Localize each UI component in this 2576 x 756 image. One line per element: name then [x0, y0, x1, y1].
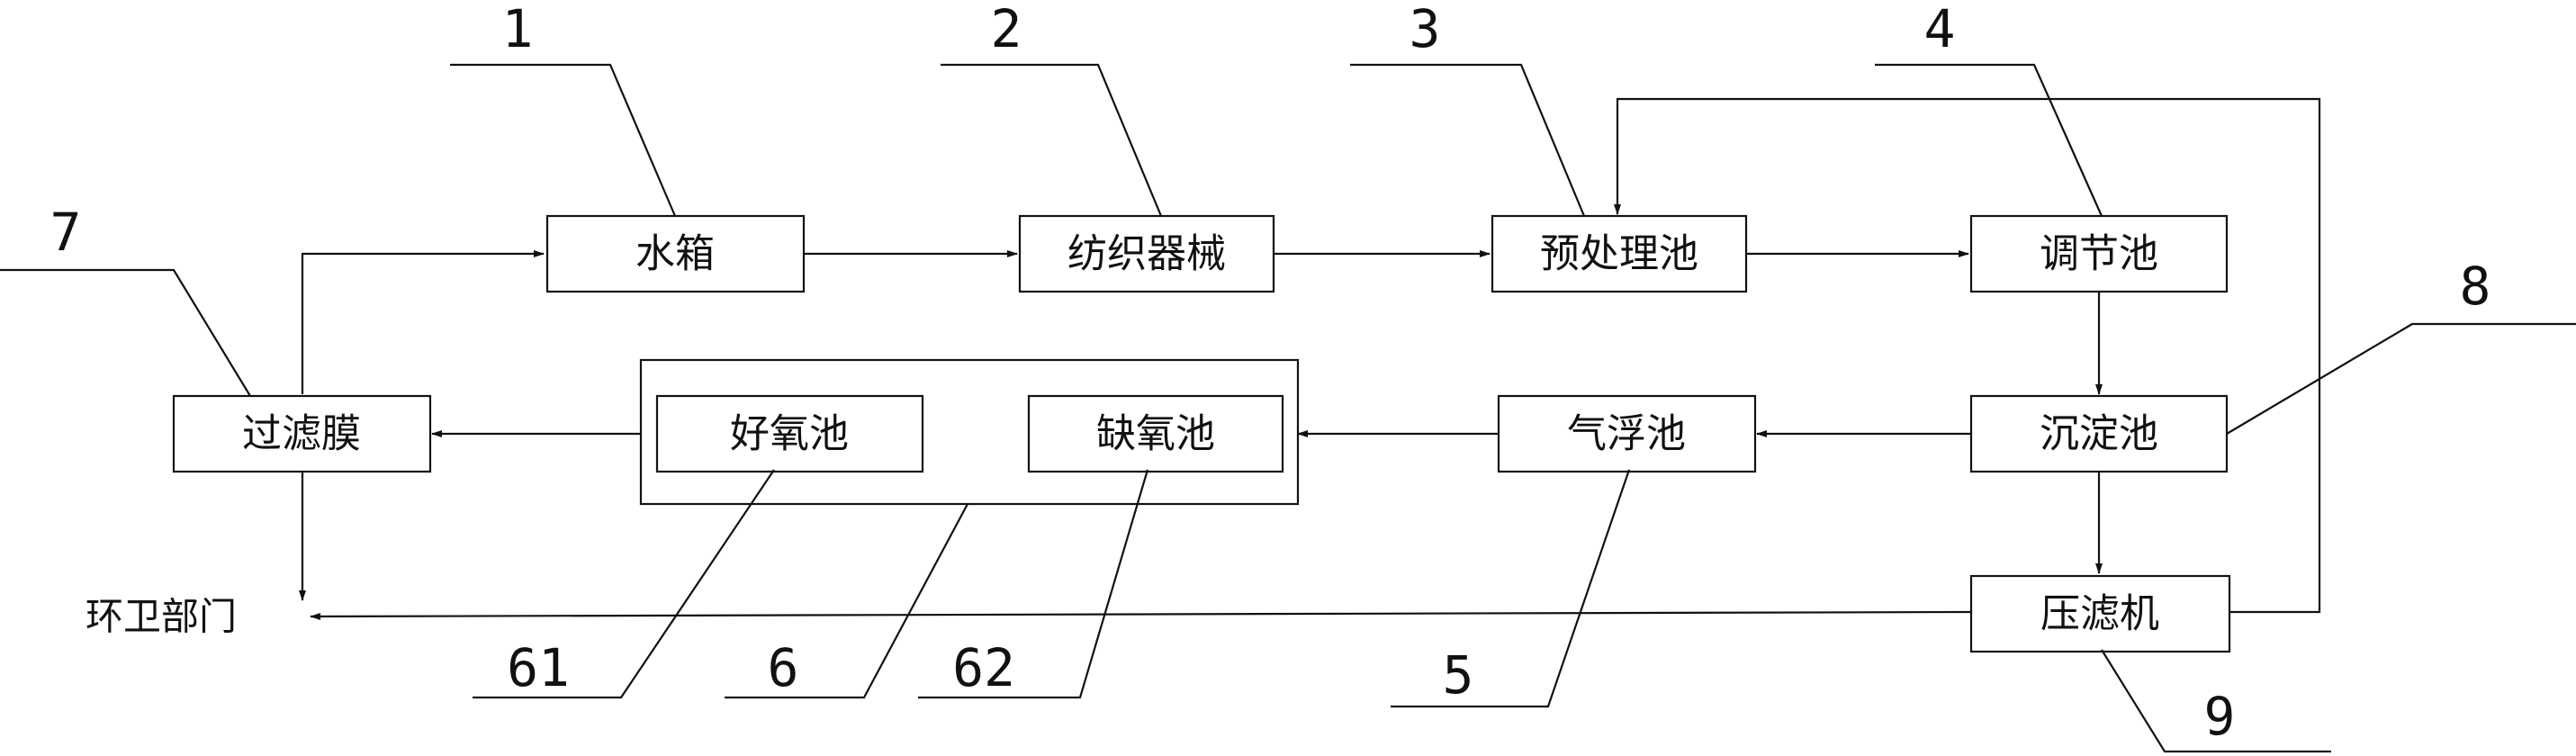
sanitation-department-label: 环卫部门 [86, 595, 237, 639]
ref-number-7: 7 [50, 202, 82, 263]
box-air-flotation-tank-label: 气浮池 [1567, 411, 1686, 457]
box-air-flotation-tank[interactable]: 气浮池 [1497, 394, 1757, 473]
arrow-press-to-sanitation [310, 610, 1972, 620]
box-aerobic-tank-label: 好氧池 [730, 411, 849, 457]
ref-number-5: 5 [1443, 644, 1474, 706]
ref-number-62: 62 [952, 637, 1015, 698]
arrow-membrane-to-water-tank [301, 250, 545, 394]
box-filter-press-label: 压滤机 [2040, 591, 2159, 637]
box-pretreatment-tank[interactable]: 预处理池 [1491, 214, 1748, 293]
ref-number-9: 9 [2204, 686, 2236, 747]
flow-connectors [299, 97, 2321, 620]
leader-62 [918, 469, 1149, 699]
box-sedimentation-tank-label: 沉淀池 [2040, 411, 2158, 457]
leader-2 [941, 63, 1163, 217]
leader-5 [1391, 469, 1631, 708]
box-textile-machinery-label: 纺织器械 [1067, 231, 1226, 277]
box-pretreatment-tank-label: 预处理池 [1540, 231, 1698, 277]
ref-number-61: 61 [507, 637, 570, 698]
box-aerobic-tank[interactable]: 好氧池 [655, 394, 924, 473]
leader-7 [0, 268, 251, 397]
box-filter-membrane-label: 过滤膜 [242, 411, 361, 457]
leader-lines [0, 63, 2576, 753]
leader-3 [1350, 63, 1586, 217]
box-textile-machinery[interactable]: 纺织器械 [1018, 214, 1275, 293]
box-water-tank[interactable]: 水箱 [545, 214, 806, 293]
ref-number-1: 1 [502, 0, 534, 59]
box-anoxic-tank-label: 缺氧池 [1096, 411, 1215, 457]
box-filter-membrane[interactable]: 过滤膜 [172, 394, 432, 473]
box-regulating-tank-label: 调节池 [2040, 231, 2158, 277]
leader-8 [2226, 322, 2576, 435]
box-filter-press[interactable]: 压滤机 [1969, 574, 2231, 653]
ref-number-4: 4 [1924, 0, 1956, 59]
leader-1 [450, 63, 677, 217]
leader-4 [1875, 63, 2103, 217]
leader-9 [2101, 649, 2331, 753]
box-water-tank-label: 水箱 [635, 231, 715, 277]
ref-number-3: 3 [1410, 0, 1441, 59]
box-sedimentation-tank[interactable]: 沉淀池 [1969, 394, 2229, 473]
ref-number-2: 2 [991, 0, 1022, 59]
ref-number-8: 8 [2460, 256, 2491, 317]
leader-6 [725, 503, 968, 699]
arrow-press-to-pretreatment [1614, 97, 2321, 614]
reference-numbers: 1 2 3 4 7 8 61 6 62 5 9 [50, 0, 2491, 747]
box-regulating-tank[interactable]: 调节池 [1969, 214, 2229, 293]
leader-61 [473, 469, 775, 699]
ref-number-6: 6 [768, 637, 799, 698]
box-anoxic-tank[interactable]: 缺氧池 [1027, 394, 1284, 473]
